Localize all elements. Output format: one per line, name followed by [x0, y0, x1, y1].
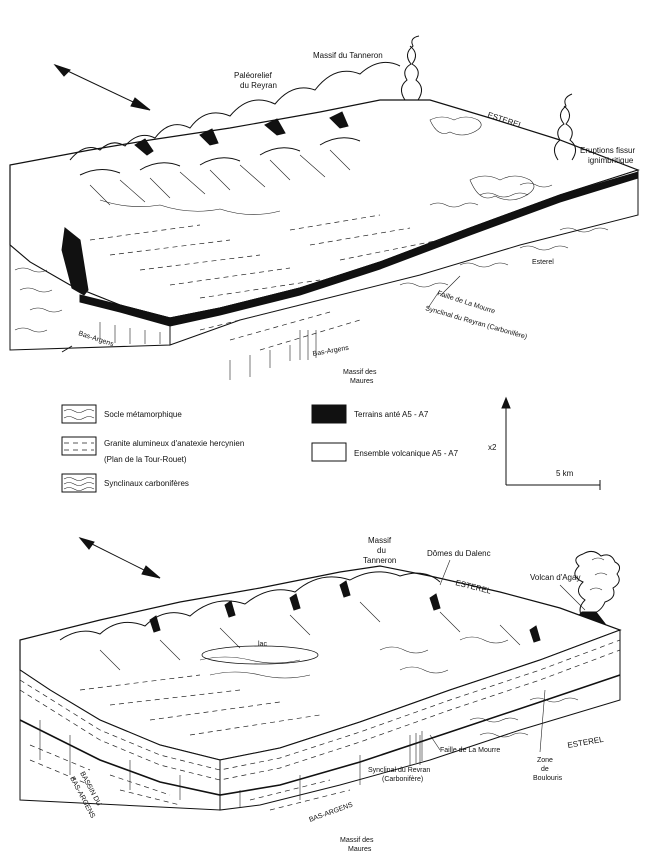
scale-km-label: 5 km [556, 469, 574, 478]
north-arrow-top [53, 63, 151, 111]
legend-label-synclinaux: Synclinaux carbonifères [104, 479, 189, 488]
label-b-synclinal-line1: Synclinal du Revran [368, 767, 430, 774]
bottom-front-hatching [29, 697, 579, 811]
north-arrow-bottom [78, 537, 161, 579]
label-synclinal-reyran: Synclinal du Reyran (Carbonifère) [424, 305, 527, 341]
label-massif-maures-line1: Massif des [343, 369, 377, 376]
label-zone-line1: Zone [537, 757, 553, 764]
top-mountain-ridges [69, 61, 401, 215]
top-surface-pattern [89, 182, 553, 299]
legend-swatch-granite [61, 436, 97, 456]
label-b-bas-argens: BAS-ARGENS [308, 801, 354, 823]
label-b-tanneron-line1: Massif [368, 536, 392, 545]
top-block-diagram: Paléorelief du Reyran Massif du Tanneron… [9, 35, 640, 385]
label-zone-line2: de [541, 766, 549, 773]
legend-swatch-socle [61, 404, 97, 424]
label-b-maures-line1: Massif des [340, 837, 374, 844]
legend: Socle métamorphique Granite alumineux d'… [61, 396, 601, 493]
label-b-synclinal-line2: (Carbonifère) [382, 776, 423, 783]
scale-vertical-label: x2 [488, 443, 497, 452]
top-black-wedge [61, 227, 89, 296]
label-eruptions-line1: Eruptions fissur [580, 146, 635, 155]
label-paleorelief-line1: Paléorelief [234, 71, 273, 80]
label-lac: lac [258, 641, 267, 648]
label-zone-line3: Boulouris [533, 775, 563, 782]
label-massif-maures-line2: Maures [350, 378, 374, 385]
legend-label-socle: Socle métamorphique [104, 410, 182, 419]
top-eruption-plumes [401, 35, 576, 201]
bottom-mountain-ridges [59, 571, 541, 679]
legend-label-granite: Granite alumineux d'anatexie hercynien [104, 439, 244, 448]
bottom-surface-pattern [79, 636, 509, 736]
bottom-block-front-right [219, 629, 621, 811]
label-massif-tanneron: Massif du Tanneron [313, 51, 383, 60]
top-black-layer [79, 171, 639, 327]
label-b-tanneron-line3: Tanneron [363, 556, 396, 565]
legend-label-granite-sub: (Plan de la Tour-Rouet) [104, 455, 187, 464]
label-paleorelief-line2: du Reyran [240, 81, 277, 90]
label-domes-dalenc: Dômes du Dalenc [427, 549, 491, 558]
legend-label-ante: Terrains anté A5 - A7 [354, 410, 429, 419]
label-eruptions-line2: ignimbritique [588, 156, 634, 165]
label-b-esterel-right: ESTEREL [567, 735, 605, 750]
label-b-maures-line2: Maures [348, 846, 372, 853]
legend-swatch-volcanique [311, 442, 347, 462]
legend-label-volcanique: Ensemble volcanique A5 - A7 [354, 449, 459, 458]
scale-bar: x2 5 km [488, 396, 601, 490]
label-volcan-agay: Volcan d'Agay [530, 573, 580, 582]
top-front-hatching [14, 227, 609, 380]
label-bas-argens: Bas-Argens [312, 345, 350, 358]
legend-swatch-ante [311, 404, 347, 424]
bottom-labels: Massif du Tanneron Dômes du Dalenc ESTER… [68, 536, 605, 853]
label-b-tanneron-line2: du [377, 546, 386, 555]
bottom-lake [201, 645, 319, 665]
label-b-faille-mourre: Faille de La Mourre [440, 747, 500, 754]
label-esterel-small: Esterel [532, 259, 554, 266]
bottom-block-diagram: Massif du Tanneron Dômes du Dalenc ESTER… [19, 536, 622, 853]
